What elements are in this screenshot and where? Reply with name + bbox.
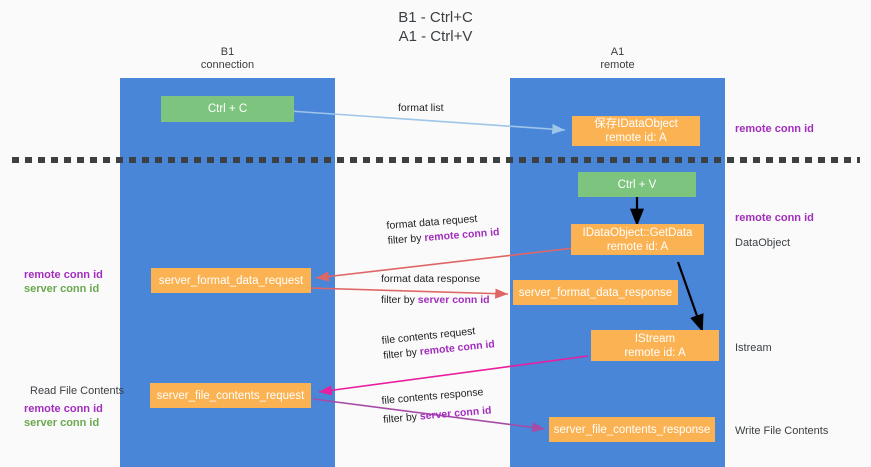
node-save-idataobject-line2: remote id: A: [605, 132, 667, 144]
node-ctrl-v-label: Ctrl + V: [617, 178, 657, 191]
edge-label-format-list-text: format list: [398, 102, 444, 114]
title-line-1: B1 - Ctrl+C: [398, 9, 473, 26]
edge-label-format-data-request: format data request filter by remote con…: [386, 210, 500, 249]
left-label-file-remote-conn-id: remote conn id: [24, 403, 103, 415]
node-istream[interactable]: IStream remote id: A: [591, 330, 719, 361]
right-label-write-file-contents-text: Write File Contents: [735, 425, 829, 437]
node-ctrl-c-label: Ctrl + C: [207, 103, 248, 115]
node-ctrl-c[interactable]: Ctrl + C: [161, 96, 294, 122]
right-label-remote-conn-id-top: remote conn id: [735, 122, 814, 136]
phase-divider: [12, 157, 860, 163]
title-line-2: A1 - Ctrl+V: [398, 28, 473, 45]
column-header-b1: B1 connection: [120, 46, 335, 72]
left-label-read-file-contents-text: Read File Contents: [30, 385, 125, 397]
right-label-remote-conn-id-mid-text: remote conn id: [735, 212, 814, 224]
right-label-remote-conn-id-top-text: remote conn id: [735, 123, 814, 135]
node-server-format-data-response[interactable]: server_format_data_response: [513, 280, 678, 305]
right-label-istream: Istream: [735, 341, 772, 355]
node-istream-line1: IStream: [634, 332, 676, 345]
edge-label-file-contents-response-key: server conn id: [419, 404, 492, 423]
left-label-format-remote-conn-id: remote conn id: [24, 269, 103, 281]
edge-label-format-list: format list: [398, 101, 444, 116]
page-title: B1 - Ctrl+C A1 - Ctrl+V: [0, 8, 871, 46]
edge-label-format-data-response-line2: filter by server conn id: [381, 293, 490, 308]
column-header-b1-name: B1: [220, 46, 235, 58]
column-header-a1-name: A1: [610, 46, 625, 58]
node-istream-line2: remote id: A: [624, 346, 686, 359]
edge-label-file-contents-request: file contents request filter by remote c…: [381, 322, 496, 364]
edge-label-file-contents-request-prefix: filter by: [382, 346, 421, 362]
right-label-dataobject-text: DataObject: [735, 237, 791, 249]
edge-label-format-data-response-prefix: filter by: [381, 294, 418, 306]
edge-label-file-contents-response-prefix: filter by: [382, 410, 421, 426]
node-ctrl-v[interactable]: Ctrl + V: [578, 172, 696, 197]
column-header-a1: A1 remote: [510, 46, 725, 72]
node-server-file-contents-response-label: server_file_contents_response: [553, 423, 711, 436]
edge-label-format-data-request-prefix: filter by: [387, 232, 425, 247]
right-label-dataobject: DataObject: [735, 236, 790, 250]
left-label-file-server-conn-id: server conn id: [24, 417, 100, 429]
left-label-file-conn-ids: remote conn id server conn id: [24, 402, 103, 430]
column-header-b1-subtitle: connection: [200, 59, 255, 71]
node-server-format-data-response-label: server_format_data_response: [518, 286, 673, 299]
edge-label-file-contents-response: file contents response filter by server …: [381, 385, 492, 428]
node-server-format-data-request[interactable]: server_format_data_request: [151, 268, 311, 293]
left-label-format-conn-ids: remote conn id server conn id: [24, 268, 103, 296]
node-server-format-data-request-label: server_format_data_request: [158, 274, 304, 287]
left-label-read-file-contents: Read File Contents: [30, 384, 124, 398]
node-idataobject-getdata-line1: IDataObject::GetData: [582, 226, 693, 239]
right-label-write-file-contents: Write File Contents: [735, 424, 828, 438]
edge-label-format-data-response: format data response filter by server co…: [381, 272, 490, 308]
right-label-istream-text: Istream: [735, 342, 772, 354]
node-save-idataobject-line1: 保存IDataObject: [594, 118, 678, 130]
node-server-file-contents-request-label: server_file_contents_request: [156, 389, 305, 402]
left-label-format-server-conn-id: server conn id: [24, 283, 100, 295]
node-idataobject-getdata-line2: remote id: A: [606, 240, 669, 253]
node-server-file-contents-response[interactable]: server_file_contents_response: [549, 417, 715, 442]
node-save-idataobject[interactable]: 保存IDataObject remote id: A: [572, 116, 700, 146]
edge-label-format-data-response-line1: format data response: [381, 273, 481, 285]
edge-label-format-data-response-key: server conn id: [417, 294, 490, 306]
right-label-remote-conn-id-mid: remote conn id: [735, 211, 814, 225]
node-server-file-contents-request[interactable]: server_file_contents_request: [150, 383, 311, 408]
node-idataobject-getdata[interactable]: IDataObject::GetData remote id: A: [571, 224, 704, 255]
column-header-a1-subtitle: remote: [600, 59, 635, 71]
